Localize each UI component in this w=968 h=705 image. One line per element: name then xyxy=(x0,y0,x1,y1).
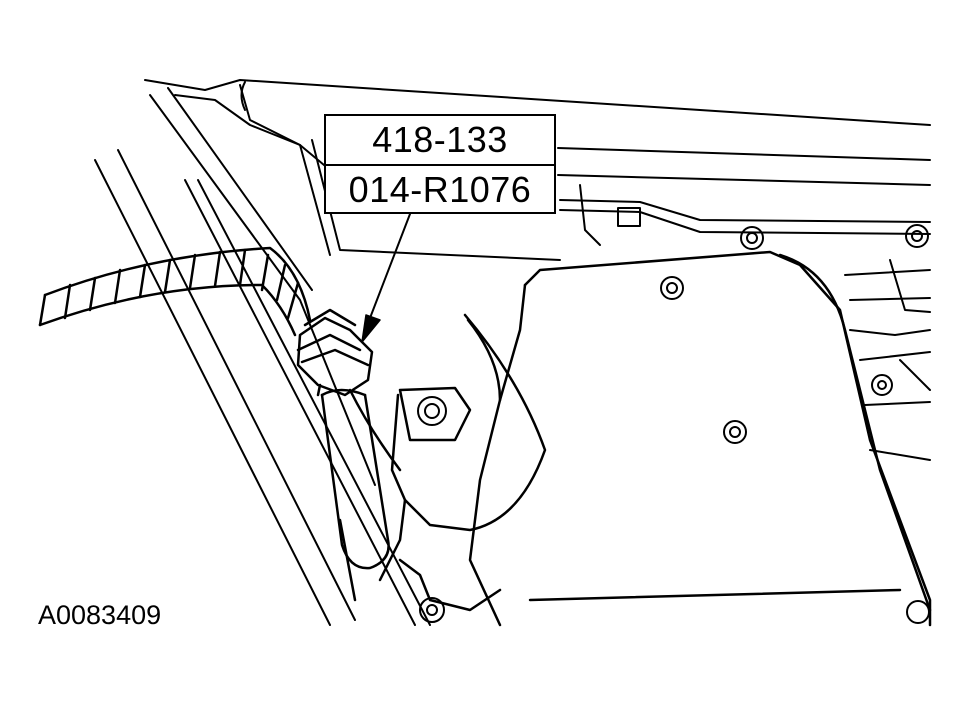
left-frame-lines xyxy=(94,87,431,626)
tool-callout: 418-133 014-R1076 xyxy=(324,114,556,214)
figure-id: A0083409 xyxy=(38,600,162,630)
sensor-probe xyxy=(320,388,390,570)
wiring-harness xyxy=(38,246,312,337)
upper-housing xyxy=(144,79,931,261)
adapter-number-label: 014-R1076 xyxy=(326,164,554,214)
heat-shield xyxy=(468,250,932,627)
leader-arrow xyxy=(361,213,411,343)
sensor-bracket xyxy=(338,313,547,612)
upper-bolts xyxy=(417,207,930,624)
tool-number-label: 418-133 xyxy=(372,119,508,160)
sensor-connector xyxy=(296,308,374,397)
right-engine-detail xyxy=(844,259,931,461)
